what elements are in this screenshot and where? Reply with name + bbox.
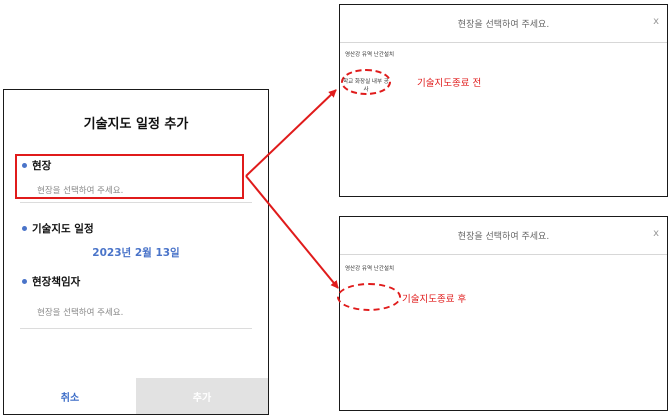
add-schedule-dialog: 기술지도 일정 추가 현장 현장을 선택하여 주세요. 기술지도 일정 2023… [3, 89, 269, 415]
annotation-after: 기술지도종료 후 [402, 294, 467, 305]
picker-title: 현장을 선택하여 주세요. [457, 232, 550, 242]
cancel-button[interactable]: 취소 [4, 378, 136, 414]
divider [20, 328, 252, 329]
manager-section-label: 현장책임자 [22, 274, 80, 289]
picker-header: 현장을 선택하여 주세요. x [340, 5, 667, 43]
manager-select-field[interactable]: 현장을 선택하여 주세요. [37, 308, 124, 318]
annotation-before: 기술지도종료 전 [417, 78, 482, 89]
site-name[interactable]: 영산강 유역 난간설치 [345, 52, 395, 58]
site-name[interactable]: 영산강 유역 난간설치 [345, 266, 395, 272]
bullet-dot-icon [22, 278, 27, 284]
highlight-ellipse: 학교 화장실 내부 공사 [341, 69, 391, 95]
schedule-section-label: 기술지도 일정 [22, 221, 94, 236]
bullet-dot-icon [22, 225, 27, 231]
dialog-title: 기술지도 일정 추가 [83, 117, 189, 132]
schedule-date-picker[interactable]: 2023년 2월 13일 [92, 247, 180, 259]
site-field-highlight [15, 154, 244, 199]
close-icon[interactable]: x [653, 228, 659, 239]
site-list-item[interactable]: 학교 화장실 내부 공사 [343, 79, 389, 93]
add-button[interactable]: 추가 [136, 378, 268, 414]
site-select-field[interactable]: 현장을 선택하여 주세요. [37, 186, 124, 196]
picker-header: 현장을 선택하여 주세요. x [340, 217, 667, 255]
divider [20, 202, 252, 203]
close-icon[interactable]: x [653, 16, 659, 27]
highlight-ellipse [337, 283, 401, 311]
dialog-button-row: 취소 추가 [4, 378, 268, 414]
bullet-dot-icon [22, 162, 27, 168]
site-section-label: 현장 [22, 158, 51, 173]
site-picker-after: 현장을 선택하여 주세요. x 영산강 유역 난간설치 기술지도종료 후 [337, 216, 668, 411]
picker-title: 현장을 선택하여 주세요. [457, 20, 550, 30]
site-picker-before: 현장을 선택하여 주세요. x 영산강 유역 난간설치 학교 화장실 내부 공사… [339, 4, 668, 197]
